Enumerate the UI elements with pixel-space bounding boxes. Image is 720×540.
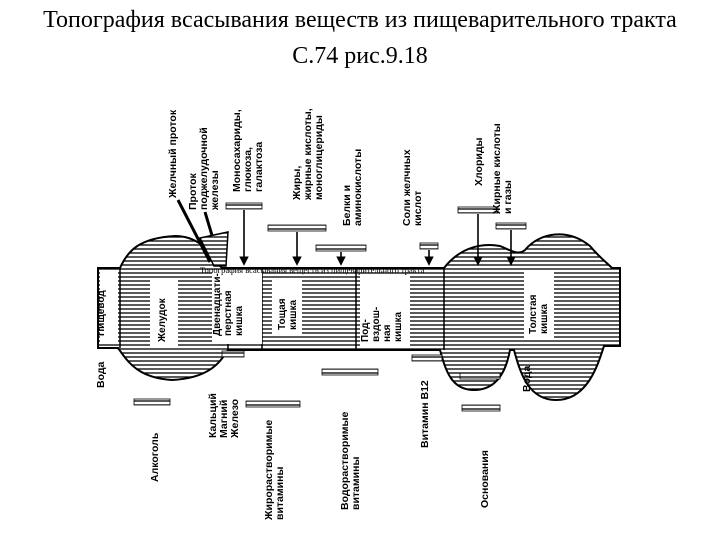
absorption-mark	[267, 224, 327, 232]
bottom-label: Основания	[479, 450, 491, 508]
top-label: Хлориды	[473, 138, 485, 186]
absorption-mark	[461, 404, 501, 412]
absorption-mark	[315, 244, 367, 252]
bottom-label-line: Алкоголь	[149, 432, 161, 482]
top-label-line: галактоза	[253, 142, 265, 192]
top-label-line: Жирные кислоты	[491, 123, 503, 215]
absorption-mark	[419, 242, 439, 250]
absorption-mark	[221, 350, 245, 358]
segment-label: Пищевод	[96, 290, 107, 336]
bottom-label-line: Железо	[229, 399, 241, 439]
absorption-mark	[321, 368, 379, 376]
segment-label-line: кишка	[288, 300, 299, 330]
segment-label: Желудок	[157, 297, 168, 343]
segment-label-bg	[100, 270, 118, 344]
bottom-label: Вода	[521, 365, 533, 392]
top-label-line: моноглицериды	[313, 115, 325, 200]
top-label-line: Соли желчных	[401, 149, 413, 226]
top-label: Моносахариды,глюкоза,галактоза	[231, 109, 265, 192]
absorption-mark	[411, 354, 443, 362]
bottom-label: Витамин B12	[419, 380, 431, 448]
segment-label-line: Толстая	[528, 294, 539, 334]
bile-duct	[176, 199, 212, 263]
top-label-line: аминокислоты	[352, 149, 364, 226]
top-label-line: кислот	[412, 191, 424, 226]
segment-label-line: перстная	[223, 290, 234, 336]
top-label-line: Хлориды	[473, 138, 485, 186]
bottom-label: Алкоголь	[149, 432, 161, 482]
top-label-line: Желчный проток	[167, 109, 179, 199]
top-absorption-marks	[225, 202, 527, 266]
segment-label-line: Желудок	[157, 297, 168, 343]
segment-label-line: Под-	[360, 319, 371, 342]
segment-label-bg	[524, 272, 554, 338]
top-label-line: Жиры,	[291, 166, 303, 201]
bottom-label-line: Вода	[521, 365, 533, 392]
absorption-mark	[495, 222, 527, 230]
top-label: Желчный проток	[167, 109, 179, 199]
absorption-mark	[459, 372, 501, 380]
duct-junction	[198, 231, 229, 267]
absorption-mark	[133, 398, 171, 406]
top-label-line: и газы	[502, 180, 514, 214]
top-label: Жиры,жирные кислоты,моноглицериды	[291, 108, 325, 201]
top-label-line: жирные кислоты,	[302, 108, 314, 201]
bottom-label-line: Витамин B12	[419, 380, 431, 448]
segment-label-line: Тощая	[277, 298, 288, 330]
absorption-mark	[225, 202, 263, 210]
segment-label-line: ная	[382, 324, 393, 342]
segment-label-line: вздош-	[371, 307, 382, 342]
bottom-label-line: Кальций	[207, 393, 219, 438]
bottom-label-line: Водорастворимые	[339, 411, 351, 510]
absorption-mark	[245, 400, 301, 408]
figure-caption: Топография всасывания веществ из пищевар…	[200, 265, 425, 275]
top-label-line: глюкоза,	[242, 147, 254, 192]
top-label-line: железы	[209, 170, 221, 211]
segment-label-bg	[150, 278, 178, 348]
top-label-line: Белки и	[341, 185, 353, 226]
bottom-label-line: Жирорастворимые	[263, 420, 275, 521]
bottom-label-line: Магний	[218, 400, 230, 438]
bottom-absorption-marks	[133, 350, 501, 412]
segment-label-line: Пищевод	[96, 290, 107, 336]
bottom-label-line: Вода	[95, 361, 107, 388]
slide-title: Топография всасывания веществ из пищевар…	[43, 7, 677, 33]
bottom-label: Вода	[95, 361, 107, 388]
segment-label-bg	[360, 274, 410, 346]
segment-label-bg	[212, 270, 262, 344]
top-label-line: поджелудочной	[198, 127, 210, 210]
slide-subtitle: С.74 рис.9.18	[292, 43, 428, 69]
absorption-mark	[457, 206, 499, 214]
top-label-line: Проток	[187, 172, 199, 210]
segment-label-line: Двенадцати-	[212, 273, 223, 336]
segment-label-bg	[272, 278, 302, 336]
bottom-label-line: витамины	[350, 457, 362, 510]
segment-label-line: кишка	[393, 312, 404, 342]
segment-label-line: кишка	[539, 304, 550, 334]
segment-label-line: кишка	[234, 306, 245, 336]
bottom-label-line: Основания	[479, 450, 491, 508]
top-label-line: Моносахариды,	[231, 109, 243, 192]
bottom-label-line: витамины	[274, 467, 286, 520]
